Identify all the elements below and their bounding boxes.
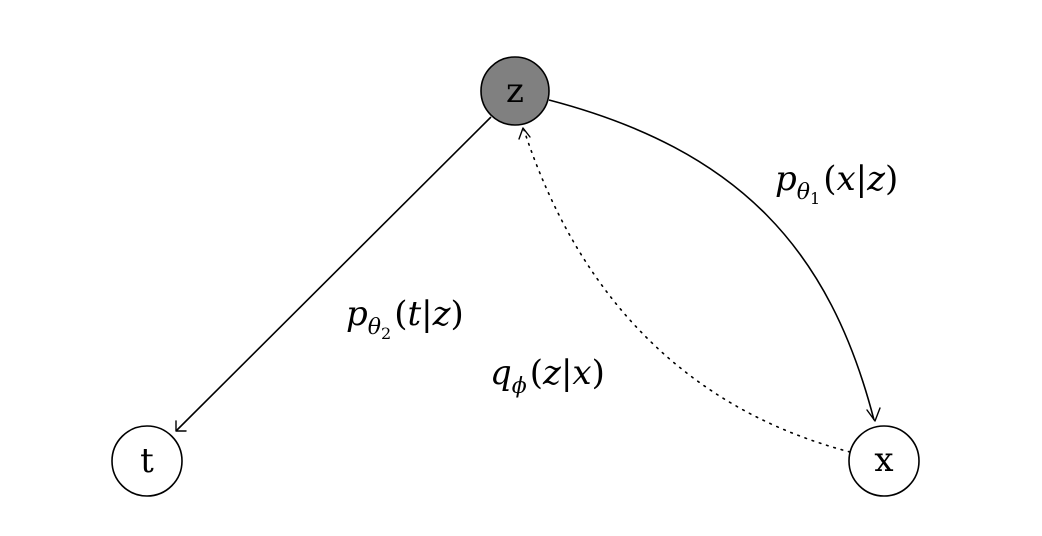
- node-x-label: x: [874, 440, 893, 480]
- edge-z-to-x-arrowhead: [866, 407, 881, 422]
- node-x: x: [848, 425, 920, 497]
- label-close-paren: ): [885, 159, 898, 199]
- node-z: z: [480, 56, 550, 126]
- label-subsubscript: 2: [381, 324, 391, 343]
- node-z-circle: [480, 56, 550, 126]
- label-subscript: θ: [368, 315, 381, 340]
- label-condition: x: [572, 353, 591, 393]
- edge-label-q-z-given-x: qϕ(z|x): [490, 353, 605, 399]
- node-t-label: t: [140, 441, 154, 481]
- node-z-label: z: [506, 71, 524, 111]
- label-subscript: ϕ: [512, 374, 527, 399]
- edge-z-to-x: [548, 99, 881, 422]
- label-bar: |: [856, 159, 867, 199]
- node-t: t: [111, 425, 183, 497]
- label-base: p: [775, 159, 797, 199]
- node-t-circle: [111, 425, 183, 497]
- label-open-paren: (: [530, 353, 543, 393]
- edge-x-to-z: [518, 127, 851, 453]
- label-condition: z: [432, 294, 452, 334]
- label-open-paren: (: [394, 294, 407, 334]
- edge-label-p-x-given-z: pθ1(x|z): [775, 159, 898, 208]
- label-condition: z: [866, 159, 886, 199]
- label-bar: |: [561, 353, 572, 393]
- label-open-paren: (: [823, 159, 836, 199]
- node-x-circle: [848, 425, 920, 497]
- edge-z-to-t: [175, 116, 492, 432]
- label-variable: z: [542, 353, 562, 393]
- edge-z-to-t-line: [175, 116, 492, 432]
- edge-x-to-z-curve: [523, 129, 851, 453]
- label-close-paren: ): [592, 353, 605, 393]
- label-close-paren: ): [451, 294, 464, 334]
- label-variable: t: [407, 294, 421, 334]
- edge-z-to-x-curve: [548, 99, 875, 421]
- edge-x-to-z-arrowhead: [518, 127, 531, 140]
- label-subsubscript: 1: [810, 189, 820, 208]
- edge-label-p-t-given-z: pθ2(t|z): [346, 294, 464, 343]
- label-subscript: θ: [797, 180, 810, 205]
- label-base: p: [346, 294, 368, 334]
- label-bar: |: [421, 294, 432, 334]
- edge-z-to-t-arrowhead: [175, 420, 187, 432]
- label-variable: x: [836, 159, 855, 199]
- label-base: q: [490, 353, 512, 393]
